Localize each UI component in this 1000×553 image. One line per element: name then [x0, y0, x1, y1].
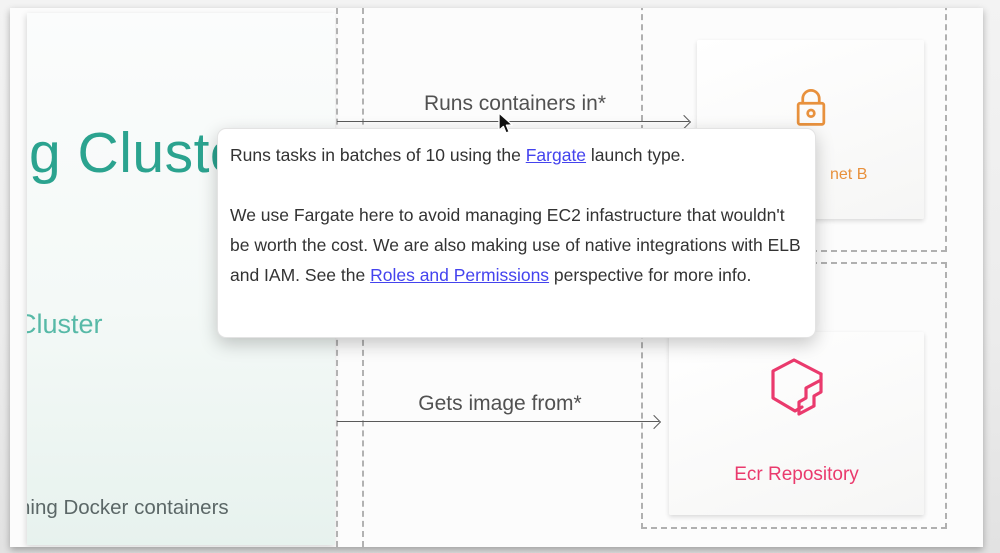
mouse-cursor-icon: [498, 112, 514, 136]
tooltip-paragraph-2: We use Fargate here to avoid managing EC…: [230, 200, 803, 290]
roles-permissions-link[interactable]: Roles and Permissions: [370, 265, 550, 285]
tooltip-text: perspective for more info.: [549, 265, 752, 285]
diagram-canvas: g Cluster Cluster ning Docker containers…: [10, 8, 983, 547]
fargate-link[interactable]: Fargate: [525, 145, 587, 165]
cluster-subheading: Cluster: [27, 309, 103, 339]
edge-label-runs-containers[interactable]: Runs containers in*: [423, 92, 607, 115]
ecr-node-card[interactable]: Ecr Repository: [669, 332, 924, 515]
edge-line-gets-image: [337, 421, 659, 422]
tooltip-text: Runs tasks in batches of 10 using the: [230, 145, 526, 165]
tooltip-paragraph-1: Runs tasks in batches of 10 using the Fa…: [230, 140, 803, 170]
edge-tooltip: Runs tasks in batches of 10 using the Fa…: [217, 128, 816, 338]
cluster-caption: ning Docker containers: [27, 496, 229, 519]
edge-line-runs-containers: [337, 121, 689, 122]
subnet-label: net B: [830, 166, 868, 183]
edge-label-gets-image[interactable]: Gets image from*: [418, 392, 582, 415]
ecr-label: Ecr Repository: [734, 464, 859, 485]
ecr-cube-icon: [769, 358, 825, 418]
lock-icon: [789, 84, 833, 128]
tooltip-text: We use Fargate here to avoid managing EC…: [230, 205, 801, 285]
ecr-container[interactable]: Ecr Repository: [641, 262, 947, 529]
tooltip-text: launch type.: [586, 145, 686, 165]
